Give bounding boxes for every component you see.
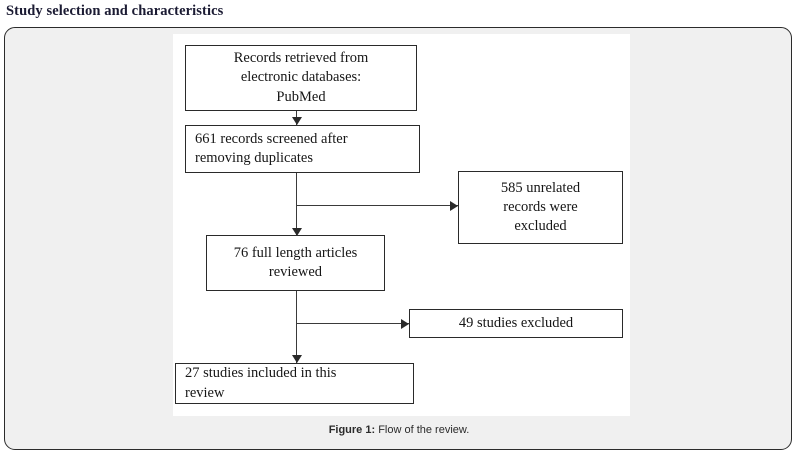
flow-node-line: 27 studies included in this [185, 365, 337, 382]
flow-node-studies-excluded: 49 studies excluded [409, 309, 623, 338]
figure-canvas: Records retrieved from electronic databa… [173, 34, 630, 416]
figure-caption-label: Figure 1: [328, 424, 376, 436]
arrowhead-down-screened [292, 117, 302, 125]
flow-node-line: 661 records screened after [195, 130, 348, 147]
flow-node-line: Records retrieved from [233, 50, 369, 67]
connector-screened-to-unrelated [296, 205, 458, 207]
flow-node-line: review [185, 384, 225, 401]
connector-screened-to-reviewed [296, 173, 298, 236]
figure-caption: Figure 1: Flow of the review. [5, 424, 793, 436]
arrowhead-right-unrelated [450, 201, 458, 211]
flow-node-line: excluded [514, 218, 567, 235]
flow-node-line: records were [503, 198, 578, 215]
connector-reviewed-to-included [296, 291, 298, 363]
flow-node-full-length-reviewed: 76 full length articles reviewed [206, 235, 385, 291]
arrowhead-down-reviewed [292, 228, 302, 236]
flow-node-line: reviewed [268, 264, 323, 280]
flow-node-studies-included: 27 studies included in this review [175, 363, 414, 404]
arrowhead-right-excluded [401, 319, 409, 329]
flow-node-line: 49 studies excluded [458, 314, 574, 331]
figure-caption-text: Flow of the review. [375, 424, 470, 436]
flow-node-line: 76 full length articles [233, 244, 358, 261]
arrowhead-down-included [292, 355, 302, 363]
flow-node-line: removing duplicates [195, 150, 313, 166]
flow-node-unrelated-excluded: 585 unrelated records were excluded [458, 171, 623, 244]
connector-reviewed-to-excluded [296, 323, 409, 325]
flow-node-records-retrieved: Records retrieved from electronic databa… [185, 45, 417, 111]
figure-panel: Records retrieved from electronic databa… [4, 27, 792, 450]
flow-node-line: 585 unrelated [500, 179, 581, 196]
flow-node-line: PubMed [276, 88, 326, 105]
flow-node-line: electronic databases: [240, 69, 362, 86]
flow-node-records-screened: 661 records screened after removing dupl… [185, 125, 420, 173]
page-title: Study selection and characteristics [6, 3, 224, 19]
